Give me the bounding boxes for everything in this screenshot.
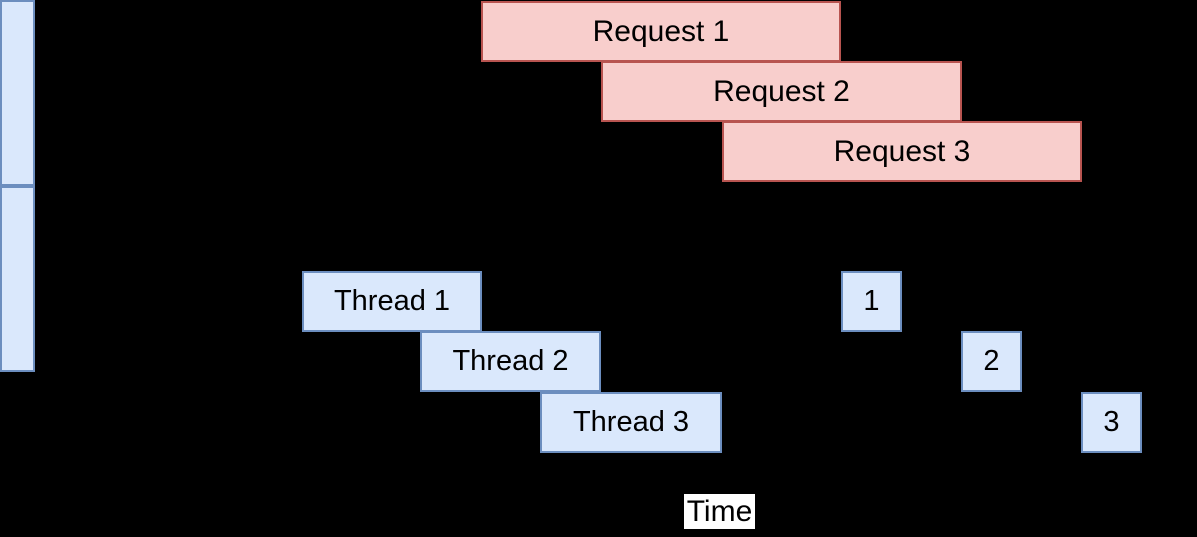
request-bar-1-label: Request 1 — [592, 14, 730, 48]
request-bar-3-label: Request 3 — [833, 134, 971, 168]
thread-bar-2-label: Thread 2 — [452, 345, 569, 377]
thread-bar-2: Thread 2 — [420, 331, 601, 392]
completion-box-3-label: 3 — [1103, 406, 1120, 438]
thread-bar-1-label: Thread 1 — [333, 285, 451, 317]
completion-box-3: 3 — [1081, 392, 1142, 453]
thread-bar-3-label: Thread 3 — [572, 406, 690, 438]
request-bar-3: Request 3 — [722, 121, 1082, 182]
request-bar-2: Request 2 — [601, 61, 962, 122]
request-bar-1: Request 1 — [481, 1, 841, 62]
completion-box-1-label: 1 — [863, 285, 880, 317]
thread-bar-3: Thread 3 — [540, 392, 722, 453]
time-axis-label: Time — [684, 494, 755, 529]
thread-bar-1: Thread 1 — [302, 271, 482, 332]
right-bracket-bar — [0, 186, 35, 372]
completion-box-2: 2 — [961, 331, 1022, 392]
completion-box-2-label: 2 — [983, 345, 1000, 377]
left-bracket-bar — [0, 0, 35, 186]
completion-box-1: 1 — [841, 271, 902, 332]
request-bar-2-label: Request 2 — [713, 74, 850, 108]
